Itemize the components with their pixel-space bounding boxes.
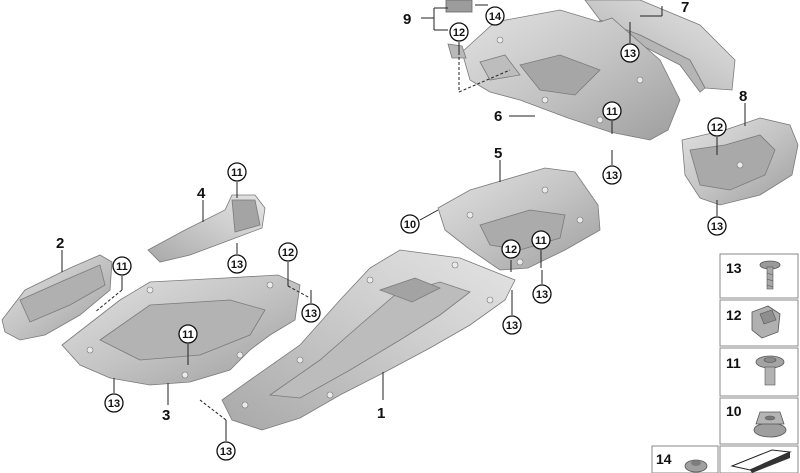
svg-text:12: 12 — [711, 122, 723, 134]
svg-text:10: 10 — [726, 403, 742, 419]
callout-13: 13 — [502, 315, 522, 335]
legend-item-10: 10 — [719, 397, 799, 445]
callout-13: 13 — [301, 303, 321, 323]
clip-nut-icon — [751, 305, 781, 339]
svg-text:13: 13 — [536, 289, 548, 301]
callout-11: 11 — [112, 256, 132, 276]
callout-13: 13 — [602, 165, 622, 185]
svg-text:13: 13 — [220, 446, 232, 458]
callout-10: 10 — [400, 214, 420, 234]
callout-13: 13 — [532, 284, 552, 304]
grommet-icon — [684, 459, 708, 473]
svg-text:13: 13 — [108, 398, 120, 410]
part-label-1: 1 — [377, 405, 385, 422]
expansion-rivet-icon — [755, 355, 785, 386]
callout-11: 11 — [602, 101, 622, 121]
callout-13: 13 — [620, 43, 640, 63]
callout-12: 12 — [707, 117, 727, 137]
svg-text:13: 13 — [231, 259, 243, 271]
svg-text:11: 11 — [116, 261, 128, 273]
callout-12: 12 — [449, 22, 469, 42]
part-1-main-underbody-panel — [221, 249, 516, 431]
legend-item-12: 12 — [719, 299, 799, 347]
legend-item-11: 11 — [719, 347, 799, 397]
callout-12: 12 — [501, 239, 521, 259]
part-8-side-cover — [681, 117, 799, 206]
svg-text:10: 10 — [404, 219, 416, 231]
svg-text:13: 13 — [506, 320, 518, 332]
svg-text:14: 14 — [489, 11, 502, 23]
callout-12: 12 — [278, 242, 298, 262]
svg-text:11: 11 — [535, 235, 547, 247]
callout-13: 13 — [104, 393, 124, 413]
symbol-icon — [730, 449, 792, 473]
part-5-center-panel — [437, 167, 601, 271]
part-4-side-panel — [147, 194, 266, 263]
legend-item-13: 13 — [719, 253, 799, 299]
svg-text:13: 13 — [726, 260, 742, 276]
part-label-8: 8 — [739, 88, 747, 105]
fastener-legend: 13 12 11 — [651, 253, 799, 473]
svg-text:14: 14 — [656, 451, 672, 467]
part-number-labels: 1 2 3 4 5 6 7 8 9 — [56, 0, 747, 424]
part-label-3: 3 — [162, 407, 170, 424]
svg-text:12: 12 — [282, 247, 294, 259]
svg-text:13: 13 — [711, 221, 723, 233]
svg-text:12: 12 — [726, 307, 742, 323]
part-label-7: 7 — [681, 0, 689, 16]
svg-text:11: 11 — [182, 329, 194, 341]
part-label-5: 5 — [494, 145, 502, 162]
legend-item-14: 14 — [651, 445, 799, 473]
part-6-rear-underbody-panel — [461, 9, 681, 141]
part-label-9: 9 — [403, 11, 411, 28]
part-2-left-strip — [1, 254, 113, 341]
svg-text:13: 13 — [305, 308, 317, 320]
svg-text:12: 12 — [453, 27, 465, 39]
svg-text:12: 12 — [505, 244, 517, 256]
flange-nut-icon — [753, 411, 787, 438]
callout-13: 13 — [216, 441, 236, 461]
svg-text:13: 13 — [606, 170, 618, 182]
callout-11: 11 — [531, 230, 551, 250]
callout-13: 13 — [227, 254, 247, 274]
leader-lines — [61, 4, 746, 441]
svg-text:11: 11 — [231, 167, 243, 179]
callout-11: 11 — [227, 162, 247, 182]
svg-text:11: 11 — [726, 355, 741, 371]
part-label-2: 2 — [56, 235, 64, 252]
screw-icon — [759, 260, 781, 290]
callouts: 14 12 12 12 12 13 13 13 — [104, 6, 727, 461]
svg-text:13: 13 — [624, 48, 636, 60]
part-label-6: 6 — [494, 108, 502, 125]
part-9-bracket — [445, 0, 473, 59]
part-label-4: 4 — [197, 185, 206, 202]
callout-13: 13 — [707, 216, 727, 236]
svg-text:11: 11 — [606, 106, 618, 118]
callout-11: 11 — [178, 324, 198, 344]
callout-14: 14 — [485, 6, 505, 26]
